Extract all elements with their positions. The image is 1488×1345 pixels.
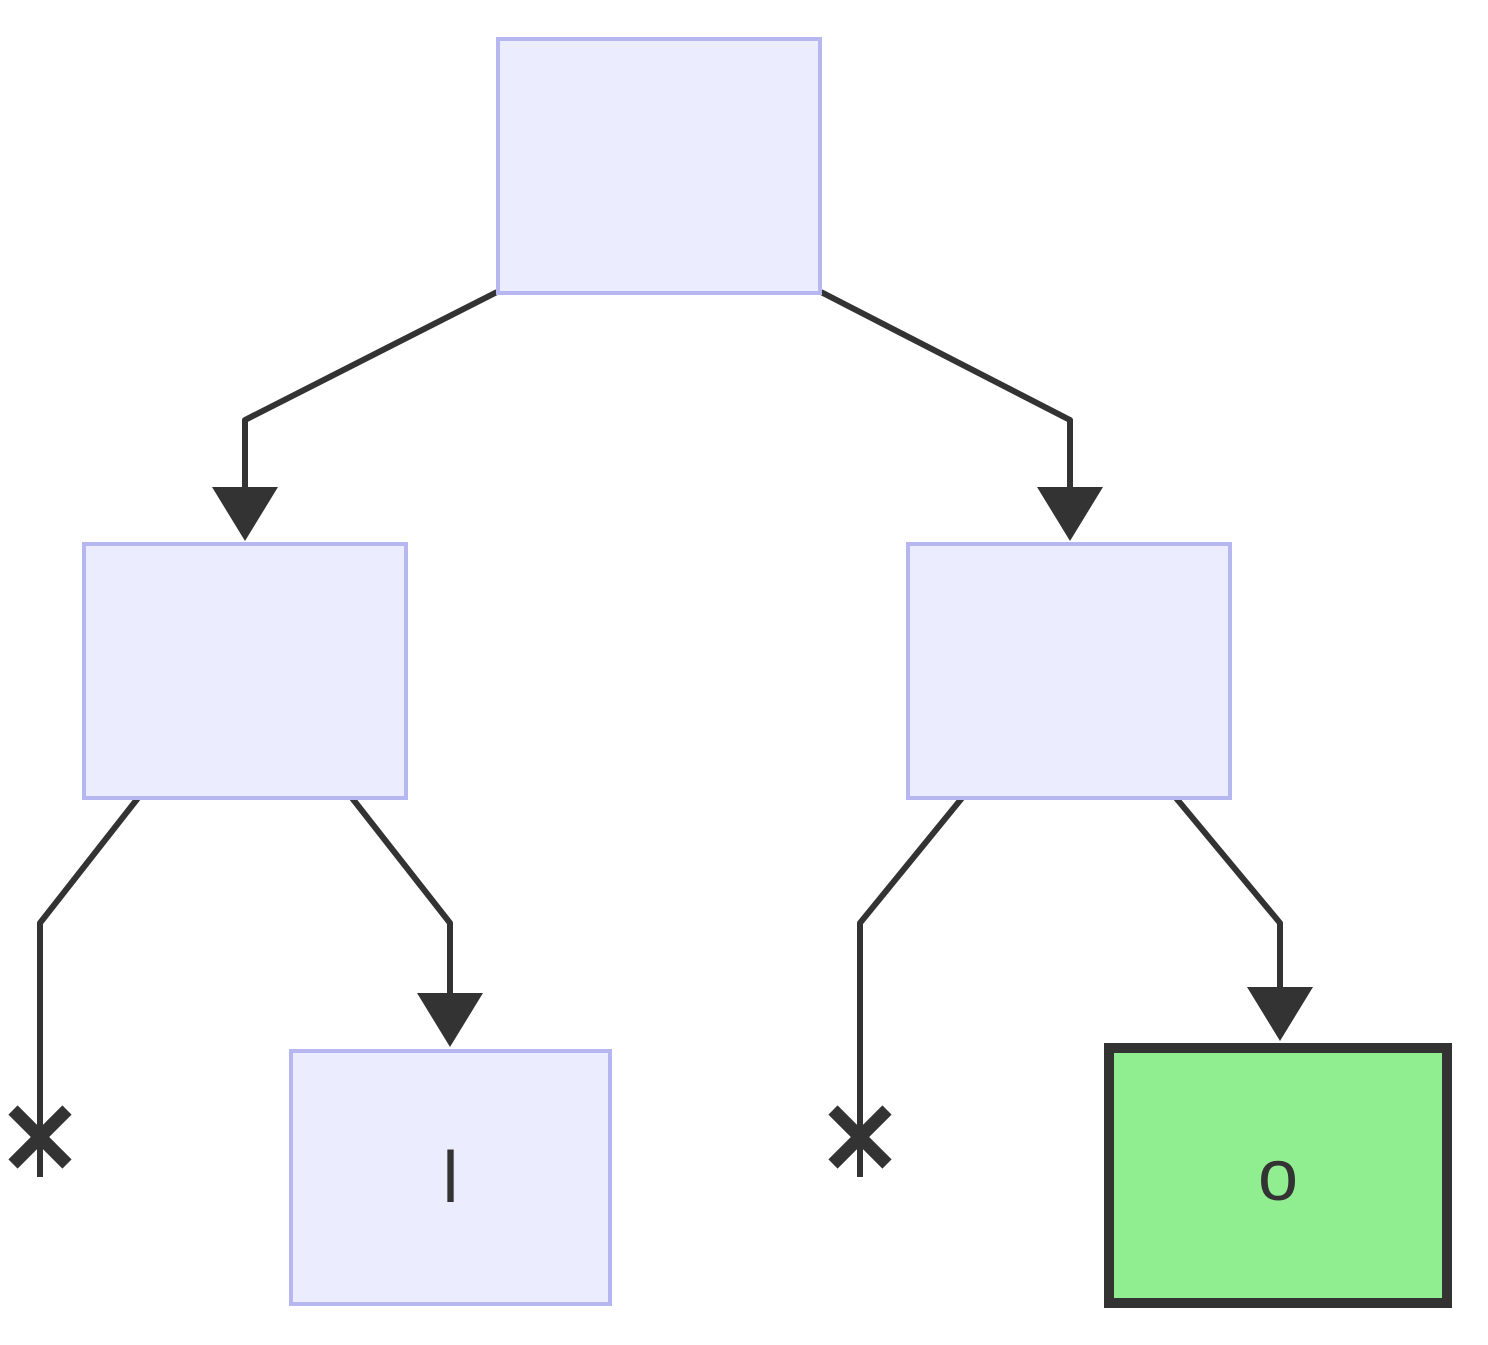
- arrowhead-icon: [417, 993, 483, 1047]
- node-label: l: [442, 1137, 459, 1218]
- arrowhead-icon: [1247, 987, 1313, 1041]
- node-root: [496, 37, 822, 295]
- node-mid-right: [906, 542, 1232, 800]
- arrowhead-icon: [1037, 487, 1103, 541]
- edge-root-to-mid-right: [819, 289, 1103, 541]
- cross-icon: [828, 1105, 892, 1169]
- node-label: o: [1257, 1135, 1299, 1216]
- arrowhead-icon: [212, 487, 278, 541]
- cross-icon: [8, 1105, 72, 1169]
- node-leaf-l: l: [289, 1049, 612, 1306]
- edge-mid-right-to-nothing: [828, 796, 965, 1177]
- edge-root-to-mid-left: [212, 289, 499, 541]
- node-mid-left: [82, 542, 408, 800]
- edge-mid-left-to-leaf-l: [349, 796, 483, 1047]
- edge-mid-right-to-leaf-o: [1173, 796, 1313, 1041]
- edge-mid-left-to-nothing: [8, 796, 141, 1177]
- node-leaf-o-highlighted: o: [1104, 1043, 1452, 1308]
